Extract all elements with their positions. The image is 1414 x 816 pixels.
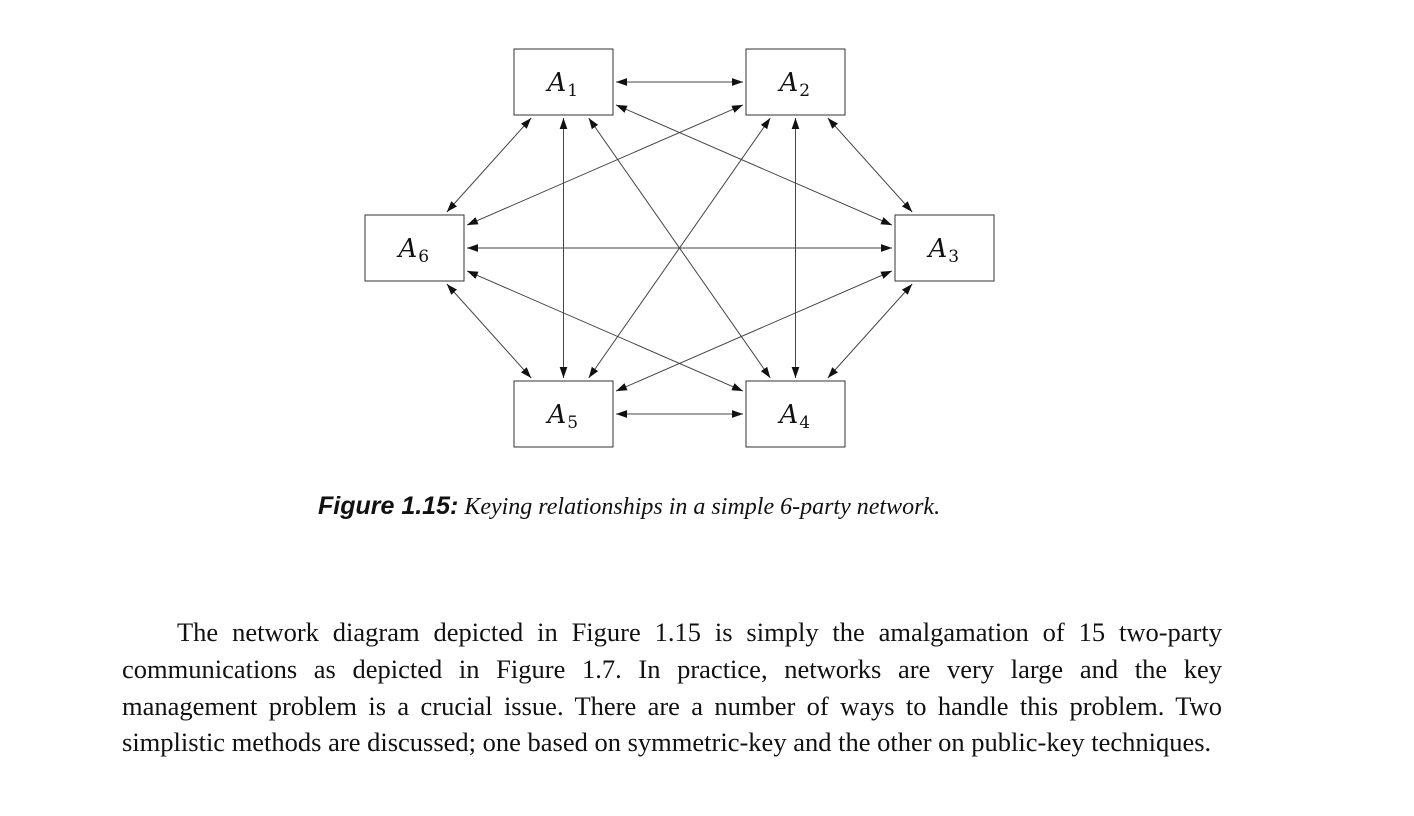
edges-layer: [446, 78, 913, 418]
figure-caption: Figure 1.15: Keying relationships in a s…: [318, 490, 1218, 523]
edge-a4-a6: [466, 270, 744, 392]
edge-a1-a6: [446, 117, 532, 213]
node-letter: A: [546, 68, 567, 98]
node-subscript: 2: [799, 81, 810, 101]
node-box: [513, 48, 614, 116]
node-label: A5: [546, 400, 579, 433]
node-letter: A: [546, 400, 567, 430]
node-letter: A: [778, 400, 799, 430]
caption-text: Keying relationships in a simple 6-party…: [464, 494, 941, 520]
node-a2: A2: [745, 48, 846, 116]
body-paragraph: The network diagram depicted in Figure 1…: [122, 617, 1222, 758]
node-label: A2: [778, 68, 811, 101]
node-a1: A1: [513, 48, 614, 116]
edge-a1-a3: [615, 104, 893, 226]
edge-a5-a6: [446, 283, 532, 379]
node-subscript: 6: [418, 247, 429, 267]
node-box: [894, 214, 995, 282]
node-a5: A5: [513, 380, 614, 448]
node-box: [745, 48, 846, 116]
edge-a3-a4: [827, 283, 913, 379]
node-box: [745, 380, 846, 448]
edge-a3-a5: [615, 270, 893, 392]
node-a4: A4: [745, 380, 846, 448]
node-letter: A: [927, 234, 948, 264]
node-subscript: 5: [567, 413, 578, 433]
node-subscript: 1: [567, 81, 578, 101]
node-label: A4: [778, 400, 811, 433]
edge-a2-a6: [466, 104, 744, 226]
node-letter: A: [778, 68, 799, 98]
node-a6: A6: [364, 214, 465, 282]
edge-a2-a3: [827, 117, 913, 213]
node-subscript: 4: [799, 413, 810, 433]
node-box: [364, 214, 465, 282]
node-label: A1: [546, 68, 579, 101]
node-letter: A: [397, 234, 418, 264]
node-box: [513, 380, 614, 448]
node-subscript: 3: [948, 247, 959, 267]
node-label: A6: [397, 234, 430, 267]
node-label: A3: [927, 234, 960, 267]
caption-label: Figure 1.15:: [318, 492, 459, 520]
node-a3: A3: [894, 214, 995, 282]
